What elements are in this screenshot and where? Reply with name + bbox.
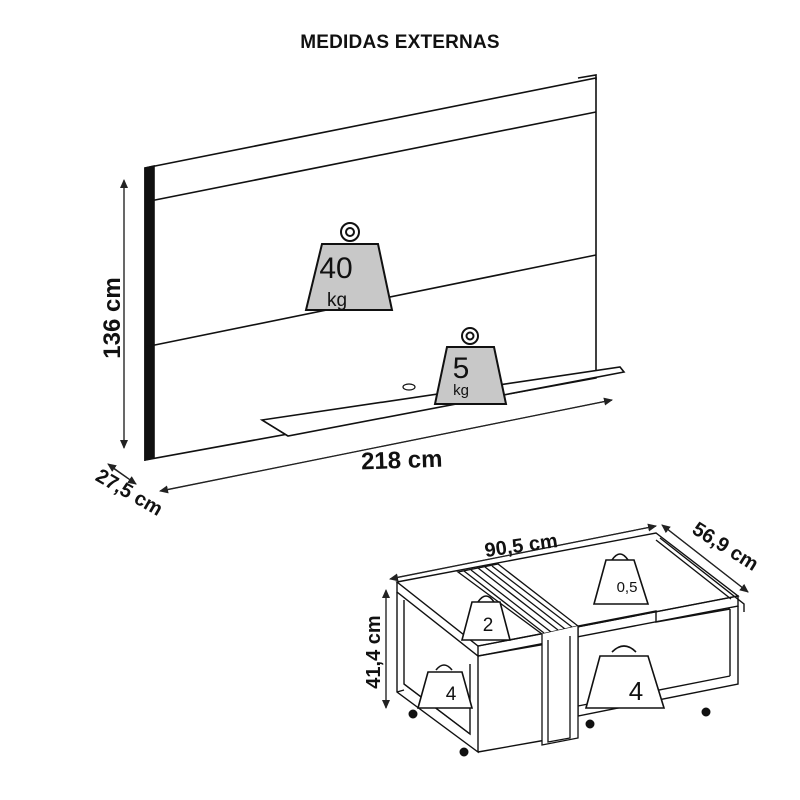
page-title: MEDIDAS EXTERNAS [300,32,500,53]
weight-5kg-icon [433,327,508,405]
weight-2-value: 2 [483,615,494,636]
weight-4-right-icon [584,645,666,709]
table-depth-arrow [661,524,749,593]
panel-height-label: 136 cm [99,277,126,358]
tv-panel [144,74,626,461]
weight-40kg-icon [304,222,394,311]
weight-40-value: 40 [319,252,352,285]
weight-4-right-value: 4 [629,676,643,706]
table-wheels [408,707,711,757]
weight-0-5-value: 0,5 [617,579,638,596]
weight-2-icon [460,595,512,641]
weight-4-left-icon [416,664,474,709]
panel-width-arrow [159,397,613,494]
weight-5-unit: kg [453,382,469,399]
weight-4-left-value: 4 [446,684,457,705]
table-center-block [456,563,580,746]
table-width-arrow [389,523,657,582]
panel-depth-label: 27,5 cm [92,465,167,521]
weight-40-unit: kg [327,290,347,311]
panel-depth-arrow [107,463,137,485]
weight-0-5-icon [592,553,650,605]
panel-width-label: 218 cm [361,446,443,476]
table-height-label: 41,4 cm [363,615,385,688]
weight-5-value: 5 [453,352,470,385]
